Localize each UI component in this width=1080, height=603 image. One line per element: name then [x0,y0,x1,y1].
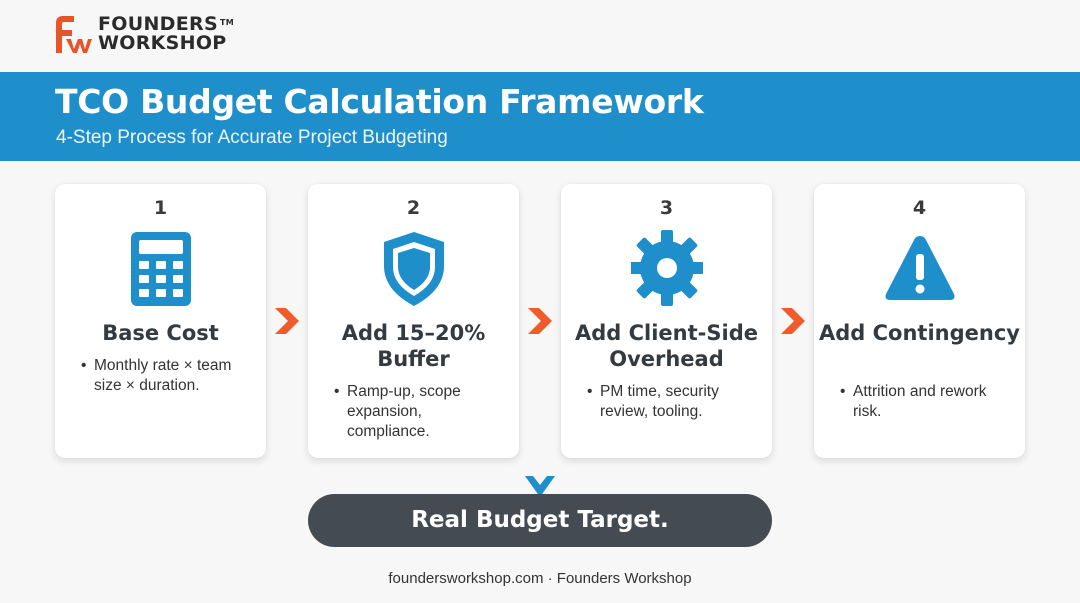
step-number: 3 [659,197,674,219]
step-title: Add Contingency [819,321,1020,345]
founders-workshop-logo-icon [56,16,92,53]
step-number: 2 [406,197,421,219]
page-subtitle: 4-Step Process for Accurate Project Budg… [56,127,448,148]
chevron-right-icon [528,308,552,334]
title-banner: TCO Budget Calculation Framework 4-Step … [0,72,1080,161]
step-number: 1 [153,197,168,219]
step-title: Base Cost [102,321,219,345]
step-card-4: 4 Add Contingency Attrition and rework r… [814,184,1025,458]
step-bullet: Ramp-up, scope expansion, compliance. [334,382,505,442]
step-bullet: Attrition and rework risk. [840,382,1011,422]
warning-icon [885,236,955,300]
brand-line1: FOUNDERS [98,13,218,35]
step-bullet: Monthly rate × team size × duration. [81,356,252,396]
step-title: Add Client-Side Overhead [575,321,758,371]
trademark: TM [219,18,234,27]
step-card-3: 3 Add Client-Side Overhead PM time, secu… [561,184,772,458]
chevron-right-icon [275,308,299,334]
footer-credit: foundersworkshop.com · Founders Workshop [388,570,692,587]
brand-line2: WORKSHOP [98,32,227,54]
step-title: Add 15–20% Buffer [341,321,486,371]
step-number: 4 [912,197,927,219]
chevron-down-icon [525,476,555,497]
chevron-right-icon [781,308,805,334]
calculator-icon [131,232,191,306]
step-bullet: PM time, security review, tooling. [587,382,758,422]
gear-icon [631,230,703,306]
result-pill: Real Budget Target. [308,494,772,547]
page-title: TCO Budget Calculation Framework [55,82,704,121]
step-card-2: 2 Add 15–20% Buffer Ramp-up, scope expan… [308,184,519,458]
shield-icon [384,232,444,306]
step-card-1: 1 Base Cost Monthly rate × team size × d… [55,184,266,458]
